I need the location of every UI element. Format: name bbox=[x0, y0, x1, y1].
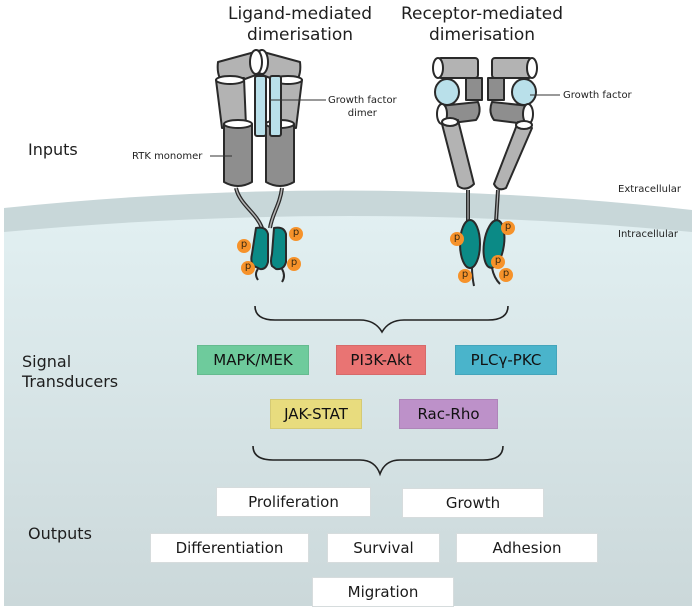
label-extracellular: Extracellular bbox=[618, 184, 681, 195]
phosphate-icon: p bbox=[501, 221, 515, 235]
annotation-leader-lines bbox=[210, 94, 560, 157]
output-label: Adhesion bbox=[492, 539, 562, 557]
pathway-label: JAK-STAT bbox=[284, 405, 348, 423]
label-growth-factor-dimer: Growth factor dimer bbox=[328, 95, 397, 119]
section-label-signal-transducers: Signal Transducers bbox=[22, 352, 119, 391]
phosphate-icon: p bbox=[499, 268, 513, 282]
phosphate-icon: p bbox=[458, 269, 472, 283]
output-label: Migration bbox=[347, 583, 419, 601]
output-adhesion: Adhesion bbox=[456, 533, 598, 563]
label-growth-factor: Growth factor bbox=[563, 90, 632, 101]
pathway-label: Rac-Rho bbox=[417, 405, 480, 423]
phosphate-icon: p bbox=[241, 261, 255, 275]
pathway-label: PI3K-Akt bbox=[350, 351, 412, 369]
phosphate-icon: p bbox=[450, 232, 464, 246]
phosphate-icon: p bbox=[287, 257, 301, 271]
label-intracellular: Intracellular bbox=[618, 229, 679, 240]
output-label: Differentiation bbox=[175, 539, 284, 557]
phosphate-icon: p bbox=[491, 255, 505, 269]
output-label: Proliferation bbox=[248, 493, 339, 511]
receptor-mediated-receptor-dimer bbox=[432, 57, 538, 287]
output-growth: Growth bbox=[402, 488, 544, 518]
section-label-outputs: Outputs bbox=[28, 524, 92, 543]
section-label-inputs: Inputs bbox=[28, 140, 78, 159]
pathway-jak-stat: JAK-STAT bbox=[270, 399, 362, 429]
phosphate-icon: p bbox=[237, 239, 251, 253]
output-label: Survival bbox=[353, 539, 414, 557]
output-label: Growth bbox=[445, 494, 501, 512]
output-proliferation: Proliferation bbox=[216, 487, 371, 517]
label-rtk-monomer: RTK monomer bbox=[132, 151, 203, 162]
pathway-rac-rho: Rac-Rho bbox=[399, 399, 498, 429]
title-ligand-mediated: Ligand-mediated dimerisation bbox=[228, 4, 372, 45]
pathway-plcg-pkc: PLCγ-PKC bbox=[455, 345, 557, 375]
title-receptor-mediated: Receptor-mediated dimerisation bbox=[400, 4, 564, 45]
pathway-pi3k-akt: PI3K-Akt bbox=[336, 345, 426, 375]
phosphate-icon: p bbox=[289, 227, 303, 241]
lower-brace bbox=[252, 445, 504, 477]
cell-membrane bbox=[4, 190, 692, 232]
pathway-label: MAPK/MEK bbox=[213, 351, 293, 369]
output-differentiation: Differentiation bbox=[150, 533, 309, 563]
pathway-mapk-mek: MAPK/MEK bbox=[197, 345, 309, 375]
ligand-mediated-receptor-dimer bbox=[215, 49, 303, 283]
upper-brace bbox=[254, 305, 509, 334]
pathway-label: PLCγ-PKC bbox=[470, 351, 542, 369]
output-survival: Survival bbox=[327, 533, 440, 563]
output-migration: Migration bbox=[312, 577, 454, 607]
